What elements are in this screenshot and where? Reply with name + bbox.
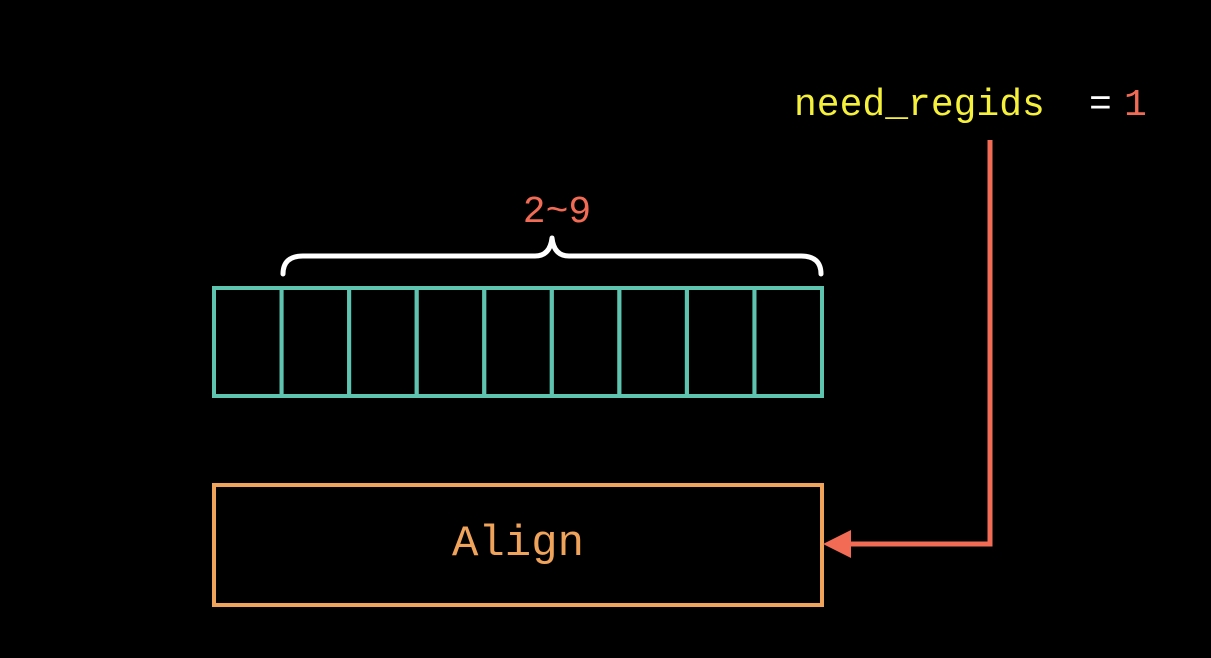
byte-cell <box>279 286 352 398</box>
byte-cell <box>347 286 419 398</box>
curly-brace <box>280 235 824 277</box>
byte-cell <box>617 286 689 398</box>
need-regids-value: 1 <box>1124 84 1147 127</box>
byte-cell <box>414 286 487 398</box>
arrow-head-icon <box>823 530 851 558</box>
equals-sign: = <box>1089 84 1112 127</box>
range-label: 2~9 <box>523 191 591 234</box>
byte-cell <box>549 286 622 398</box>
byte-cell <box>752 286 824 398</box>
connector-line <box>848 140 993 547</box>
need-regids-label: need_regids = 1 <box>794 84 1147 127</box>
align-label: Align <box>452 519 584 569</box>
byte-cell <box>212 286 284 398</box>
byte-cell <box>482 286 554 398</box>
need-regids-variable: need_regids <box>794 84 1045 127</box>
byte-cell-row <box>212 286 824 398</box>
byte-cell <box>684 286 757 398</box>
align-box <box>212 483 824 607</box>
